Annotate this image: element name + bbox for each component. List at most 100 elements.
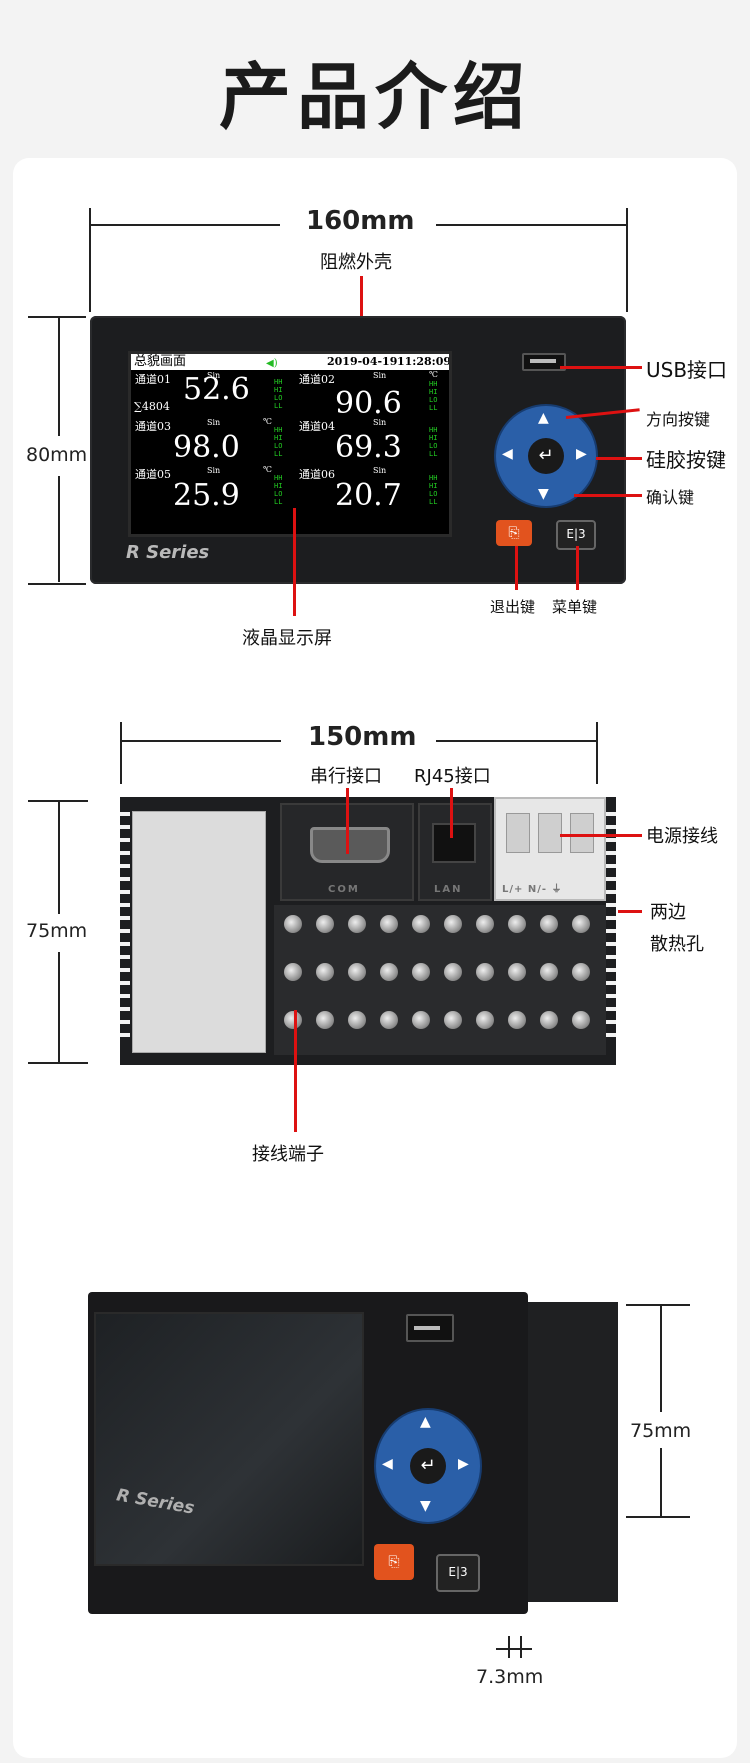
vent-slot [120,968,130,972]
channel-value: 90.6 [335,386,402,421]
usb-port [522,353,566,371]
direction-keys-callout: 方向按键 [646,410,711,429]
channel-alarm-flags: HH HI LO LL [429,426,438,458]
direction-pad: ▲ ▼ ◀ ▶ ↵ [496,406,596,506]
channel-alarm-flags: HH HI LO LL [274,426,283,458]
arrow-right-icon[interactable]: ▶ [458,1456,469,1472]
exit-key[interactable]: ⎘ [374,1544,414,1580]
dim-tick-top [28,316,86,318]
rj45-port: LAN [418,803,492,901]
channel-value: 20.7 [335,478,402,513]
dim-line [90,224,280,226]
terminal-screw [316,915,334,933]
channel-alarm-flags: HH HI LO LL [274,474,283,506]
vent-slot [606,877,616,881]
power-callout: 电源接线 [646,826,718,847]
lcd-time: 11:28:09 [397,355,452,368]
dim-line [58,802,60,914]
dim-line [58,952,60,1062]
callout-line [360,276,363,318]
enter-key[interactable]: ↵ [528,438,564,474]
dim-tick-left [120,722,122,784]
vent-slot [120,812,130,816]
vent-slot [606,851,616,855]
dim-line [58,476,60,582]
terminal-screw [444,963,462,981]
terminal-screw [508,1011,526,1029]
arrow-right-icon[interactable]: ▶ [576,446,587,462]
vent-slot [606,968,616,972]
vent-slot [120,825,130,829]
vent-slot [606,825,616,829]
channel-value: 98.0 [173,430,240,465]
vent-slot [120,916,130,920]
vent-slot [606,812,616,816]
dim-line [436,740,596,742]
terminal-screw [348,963,366,981]
serial-callout: 串行接口 [310,766,382,787]
vent-slot [606,838,616,842]
channel-name: 通道03 [135,420,171,433]
callout-line [293,508,296,616]
vent-slot [120,994,130,998]
menu-key[interactable]: E|3 [556,520,596,550]
terminal-screw [508,915,526,933]
lcd-header-title: 总貌画面 [134,354,187,369]
terminal-screw [540,1011,558,1029]
exit-key[interactable]: ⎘ [496,520,532,546]
terminal-screw [476,1011,494,1029]
silicone-keys-callout: 硅胶按键 [646,448,726,472]
dim-line [660,1306,662,1412]
dim-tick-bottom [28,1062,88,1064]
height-dimension: 80mm [26,444,88,466]
arrow-left-icon[interactable]: ◀ [382,1456,393,1472]
enter-key[interactable]: ↵ [410,1448,446,1484]
terminal-screw [572,963,590,981]
arrow-down-icon[interactable]: ▼ [420,1498,431,1514]
vent-slot [606,1007,616,1011]
page-title: 产品介绍 [218,55,531,139]
width-dimension: 150mm [308,722,417,752]
menu-key[interactable]: E|3 [436,1554,480,1592]
arrow-up-icon[interactable]: ▲ [420,1414,431,1430]
vent-slot [120,838,130,842]
usb-port [406,1314,454,1342]
housing-callout: 阻燃外壳 [320,252,392,273]
channel-unit: Sin [373,371,387,380]
vent-slot [120,851,130,855]
usb-callout: USB接口 [646,358,728,382]
vent-slot [606,1033,616,1037]
power-terminal: L/+ N/- ⏚ [494,797,606,901]
callout-line [515,546,518,590]
dim-tick-left [89,208,91,312]
channel-name: 通道01 [135,373,171,386]
vent-slot [606,929,616,933]
dim-line [58,318,60,436]
vent-slot [606,864,616,868]
callout-line [576,546,579,590]
arrow-down-icon[interactable]: ▼ [538,486,549,502]
arrow-up-icon[interactable]: ▲ [538,410,549,426]
callout-line [560,366,642,369]
callout-line [618,910,642,913]
dim-line [121,740,281,742]
terminal-screw [284,1011,302,1029]
terminal-block [274,905,606,1055]
channel-unit: Sin [373,418,387,427]
vent-slot [606,994,616,998]
terminal-screw [476,915,494,933]
callout-line [346,788,349,854]
terminal-screw [316,963,334,981]
confirm-key-callout: 确认键 [646,488,695,507]
arrow-left-icon[interactable]: ◀ [502,446,513,462]
height-dimension: 75mm [26,920,88,942]
power-screw [538,813,562,853]
channel-value: 69.3 [335,430,402,465]
brand-logo: R Series [126,542,210,563]
dim-tick-right [596,722,598,784]
vent-slot [120,903,130,907]
vent-slot [606,903,616,907]
vent-slot [606,942,616,946]
lcd-screen: 总貌画面 ◀) 2019-04-19 11:28:09 通道01 Sin 52.… [128,351,452,537]
terminal-screw [412,963,430,981]
